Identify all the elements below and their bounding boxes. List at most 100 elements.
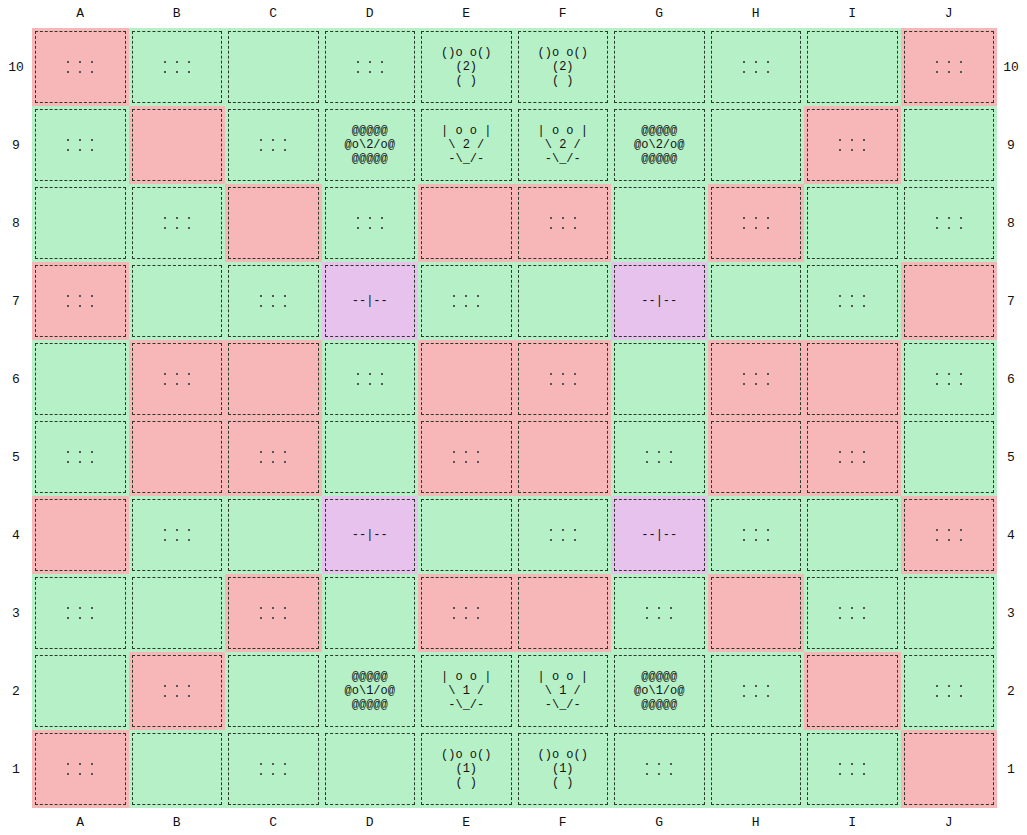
square-frame	[904, 733, 995, 805]
row-label: 4	[1007, 528, 1015, 543]
dot-pattern	[159, 55, 195, 79]
dot-pattern	[738, 211, 774, 235]
dot-pattern	[159, 367, 195, 391]
piece-text: -\_/-	[448, 152, 484, 166]
board-square	[611, 730, 708, 808]
board-square	[804, 496, 901, 574]
piece-text: @@@@@	[641, 152, 677, 166]
piece-text: \ 2 /	[545, 138, 581, 152]
square-frame	[228, 187, 319, 259]
board-square	[708, 28, 805, 106]
game-piece: ()o o()(2)( )	[418, 28, 515, 106]
piece-text: ()o o()	[538, 748, 588, 762]
board-square	[708, 574, 805, 652]
piece-text: \ 1 /	[545, 684, 581, 698]
dot-pattern	[62, 445, 98, 469]
board-square	[901, 574, 998, 652]
square-frame	[421, 343, 512, 415]
board-square	[322, 418, 419, 496]
dot-pattern	[931, 55, 967, 79]
dot-pattern	[545, 211, 581, 235]
dot-pattern	[834, 601, 870, 625]
board-square	[225, 574, 322, 652]
board-square	[515, 574, 612, 652]
board-square	[804, 28, 901, 106]
dot-pattern	[62, 757, 98, 781]
square-frame	[35, 187, 126, 259]
piece-text: \ 1 /	[448, 684, 484, 698]
dot-pattern	[931, 367, 967, 391]
board-square	[225, 340, 322, 418]
dot-pattern	[255, 133, 291, 157]
board-square	[32, 496, 129, 574]
special-square: --|--	[611, 496, 708, 574]
square-frame	[711, 109, 802, 181]
board-square	[129, 652, 226, 730]
square-frame	[807, 499, 898, 571]
piece-text: @o\2/o@	[345, 138, 395, 152]
piece-text: @@@@@	[352, 124, 388, 138]
game-piece: | o o |\ 2 /-\_/-	[418, 106, 515, 184]
board-square	[804, 574, 901, 652]
row-label: 4	[12, 528, 20, 543]
square-frame	[904, 265, 995, 337]
column-label: E	[462, 6, 470, 21]
board-square	[708, 418, 805, 496]
board-square	[32, 652, 129, 730]
dot-pattern	[738, 367, 774, 391]
dot-pattern	[352, 367, 388, 391]
dot-pattern	[255, 601, 291, 625]
board-square	[708, 496, 805, 574]
column-label: G	[655, 815, 663, 830]
dot-pattern	[448, 289, 484, 313]
board-square	[515, 418, 612, 496]
piece-text: ( )	[552, 776, 574, 790]
special-square: --|--	[322, 496, 419, 574]
dot-pattern	[641, 445, 677, 469]
column-label: H	[752, 6, 760, 21]
board-square	[611, 28, 708, 106]
square-frame	[325, 577, 416, 649]
square-frame	[614, 187, 705, 259]
piece-text: @@@@@	[641, 698, 677, 712]
board-square	[708, 652, 805, 730]
board-square	[225, 652, 322, 730]
dot-pattern	[738, 679, 774, 703]
square-frame	[421, 187, 512, 259]
board-square	[129, 106, 226, 184]
piece-text: --|--	[641, 528, 677, 542]
board-square	[901, 418, 998, 496]
column-label: I	[848, 815, 856, 830]
row-label: 9	[12, 138, 20, 153]
dot-pattern	[255, 757, 291, 781]
board-square	[32, 262, 129, 340]
board-square	[901, 730, 998, 808]
column-label: B	[173, 6, 181, 21]
board-square	[901, 652, 998, 730]
piece-text: -\_/-	[448, 698, 484, 712]
board-square	[32, 574, 129, 652]
dot-pattern	[641, 601, 677, 625]
board-square	[322, 28, 419, 106]
row-label: 1	[1007, 762, 1015, 777]
board-square	[129, 340, 226, 418]
board-square	[708, 262, 805, 340]
square-frame	[711, 421, 802, 493]
square-frame	[711, 265, 802, 337]
special-square: --|--	[322, 262, 419, 340]
board-square	[322, 340, 419, 418]
square-frame	[807, 343, 898, 415]
row-label: 2	[12, 684, 20, 699]
dot-pattern	[62, 133, 98, 157]
dot-pattern	[931, 679, 967, 703]
board-square	[901, 28, 998, 106]
board-square	[804, 184, 901, 262]
board-square	[322, 730, 419, 808]
board-square	[225, 418, 322, 496]
square-frame	[132, 421, 223, 493]
dot-pattern	[738, 55, 774, 79]
board-square	[418, 496, 515, 574]
square-frame	[132, 265, 223, 337]
piece-text: ()o o()	[538, 46, 588, 60]
game-piece: | o o |\ 1 /-\_/-	[418, 652, 515, 730]
